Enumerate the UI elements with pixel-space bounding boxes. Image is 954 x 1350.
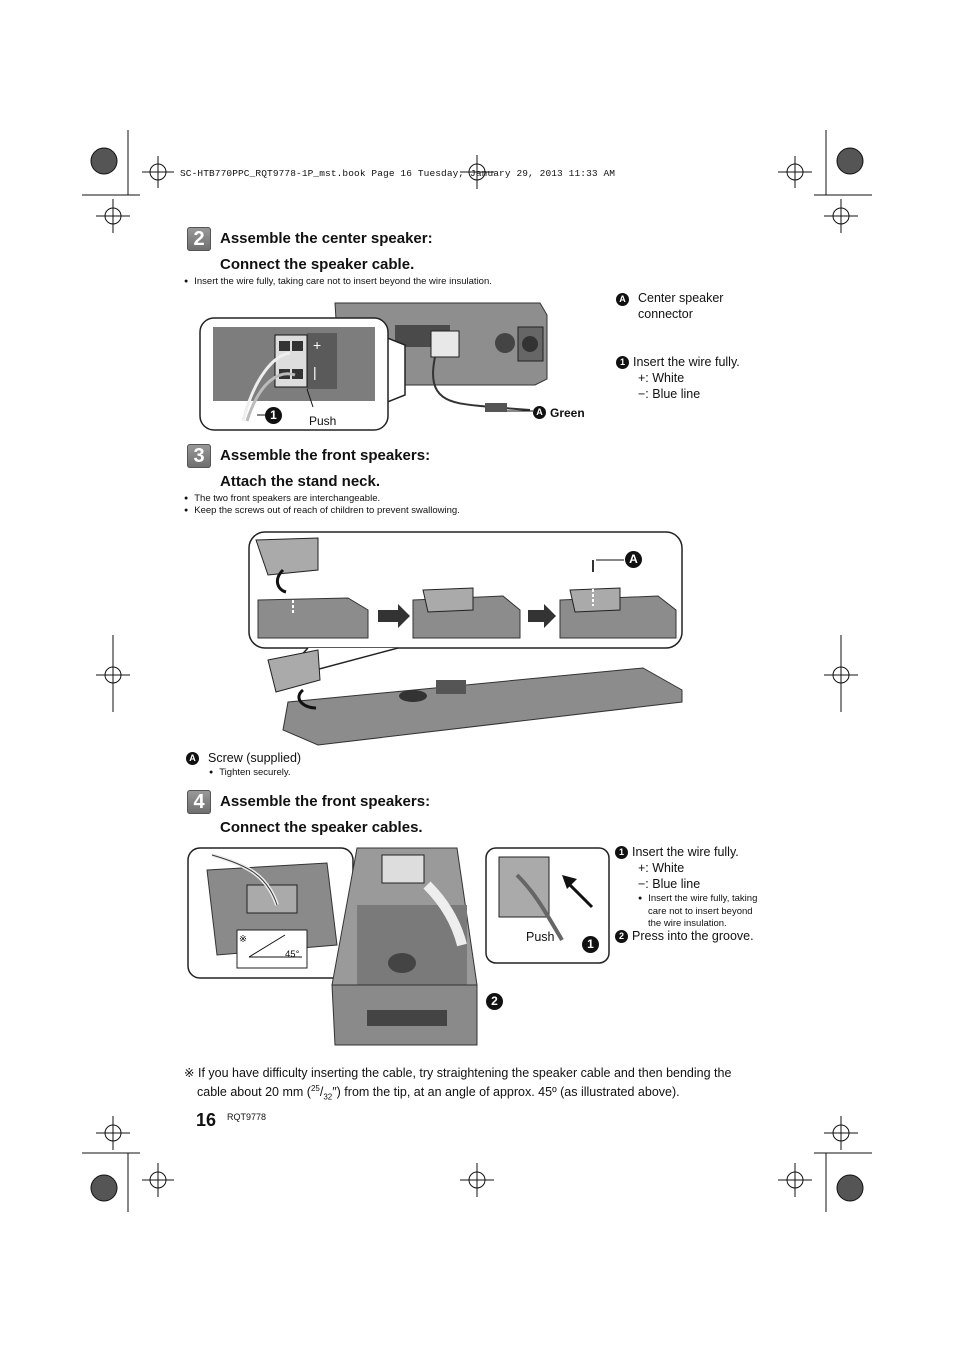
legend4-sub2: care not to insert beyond	[648, 906, 753, 917]
legend4-sub3: the wire insulation.	[648, 918, 727, 929]
doc-code: RQT9778	[227, 1112, 267, 1122]
legend-a-line2: connector	[638, 307, 693, 321]
angle-label: 45°	[285, 949, 300, 960]
step-4-subtitle: Connect the speaker cables.	[220, 819, 423, 836]
step-2-note: Insert the wire fully, taking care not t…	[184, 276, 492, 287]
legend-minus: −: Blue line	[638, 387, 701, 401]
legend-screw-sub: Tighten securely.	[209, 767, 290, 778]
print-header: SC-HTB770PPC_RQT9778-1P_mst.book Page 16…	[180, 168, 616, 179]
step-3-note-1: The two front speakers are interchangeab…	[184, 493, 380, 504]
legend-1-badge: 1	[616, 356, 629, 369]
step-2-title: Assemble the center speaker:	[220, 230, 433, 247]
center-speaker-illustration: + |	[199, 302, 548, 431]
step-4-title: Assemble the front speakers:	[220, 793, 431, 810]
footnote-text2-post: ″) from the tip, at an angle of approx. …	[332, 1085, 680, 1100]
page-number: 16	[196, 1110, 217, 1130]
legend-screw-text: Screw (supplied)	[208, 751, 302, 765]
stand-neck-illustration	[248, 531, 683, 746]
callout-2-step4: 2	[486, 993, 503, 1010]
callout-1: 1	[265, 407, 282, 424]
footnote-line2: cable about 20 mm (25/32″) from the tip,…	[197, 1084, 680, 1102]
speaker-cable-illustration	[187, 847, 610, 1046]
legend4-minus: −: Blue line	[638, 877, 701, 891]
note-mark-in-diagram: ※	[239, 934, 247, 945]
callout-a: A	[533, 406, 546, 419]
step-3-number: 3	[187, 444, 211, 468]
legend-screw-badge: A	[186, 752, 199, 765]
step-3-title: Assemble the front speakers:	[220, 447, 431, 464]
legend4-1-badge: 1	[615, 846, 628, 859]
legend-1-text: Insert the wire fully.	[633, 355, 740, 369]
push-label-4: Push	[526, 930, 555, 944]
legend4-2-text: Press into the groove.	[632, 929, 754, 943]
footnote-mark: ※	[184, 1066, 195, 1080]
fraction-numerator: 25	[310, 1084, 320, 1093]
step-3-note-2: Keep the screws out of reach of children…	[184, 505, 460, 516]
step-3-subtitle: Attach the stand neck.	[220, 473, 381, 490]
push-label: Push	[309, 414, 337, 428]
footnote-text2-pre: cable about 20 mm (	[197, 1085, 311, 1100]
legend-a-badge: A	[616, 293, 629, 306]
legend-plus: +: White	[638, 371, 685, 385]
footnote-line1: ※ If you have difficulty inserting the c…	[184, 1065, 731, 1081]
step-2-number: 2	[187, 227, 211, 251]
legend4-1-text: Insert the wire fully.	[632, 845, 739, 859]
svg-text:|: |	[313, 364, 317, 380]
svg-text:+: +	[313, 337, 321, 353]
green-label: Green	[550, 406, 585, 420]
legend4-2-badge: 2	[615, 930, 628, 943]
screw-callout-a: A	[625, 551, 642, 568]
footnote-text1: If you have difficulty inserting the cab…	[197, 1066, 732, 1080]
legend-a-line1: Center speaker	[638, 291, 724, 305]
legend4-plus: +: White	[638, 861, 685, 875]
callout-1-step4: 1	[582, 936, 599, 953]
legend4-sub1: Insert the wire fully, taking	[638, 893, 757, 904]
fraction-denominator: 32	[323, 1092, 333, 1102]
step-4-number: 4	[187, 790, 211, 814]
step-2-subtitle: Connect the speaker cable.	[220, 256, 415, 273]
